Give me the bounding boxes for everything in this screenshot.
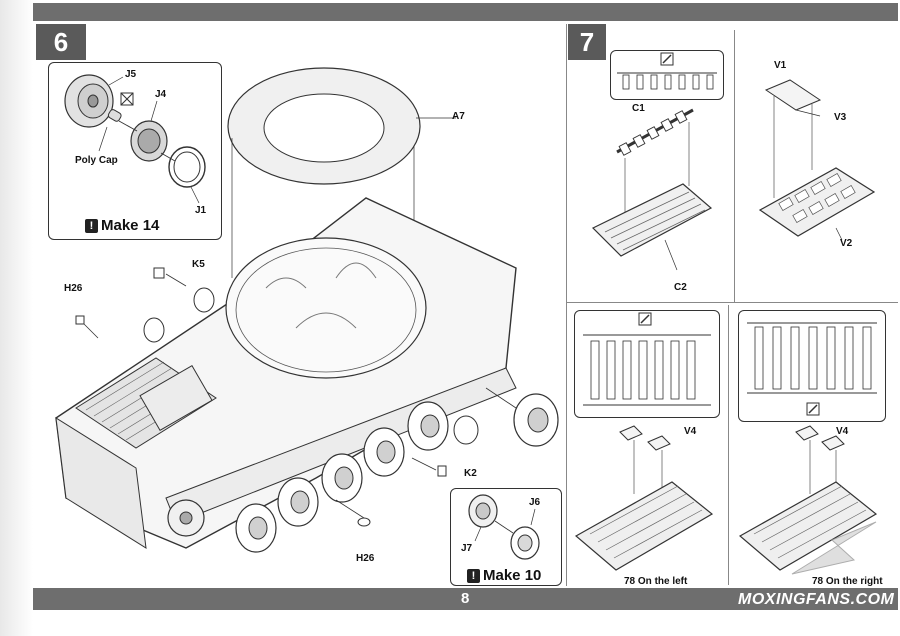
top-band xyxy=(33,3,898,21)
caption-on-the-left: 78 On the left xyxy=(624,576,688,587)
label-j5: J5 xyxy=(125,69,137,80)
label-k5: K5 xyxy=(192,259,205,270)
label-c2: C2 xyxy=(674,282,687,293)
label-k2: K2 xyxy=(464,468,477,479)
label-poly-cap: Poly Cap xyxy=(75,155,118,166)
step7-divider-inner-vertical xyxy=(734,30,735,302)
glue-brush-icon xyxy=(638,312,652,326)
hull-drawing xyxy=(55,67,559,553)
exclamation-icon: ! xyxy=(85,218,98,233)
label-j1: J1 xyxy=(195,205,207,216)
wheel-assembly-inset: J5 J4 Poly Cap J1 ! Make 14 xyxy=(48,62,222,240)
outer-wheel-inset: J6 J7 ! Make 10 xyxy=(450,488,562,586)
label-h26-bottom: H26 xyxy=(356,553,375,564)
step7-divider-lower-vertical xyxy=(728,305,729,585)
make-10-text: Make 10 xyxy=(483,567,542,584)
step-divider-vertical xyxy=(566,24,567,586)
c1-c2-assembly-drawing xyxy=(591,108,713,271)
bottom-band xyxy=(33,588,898,610)
outer-wheel-drawing xyxy=(468,494,540,560)
glue-brush-icon xyxy=(660,52,674,66)
track-sprue-drawing-left xyxy=(583,312,711,406)
page-number: 8 xyxy=(461,590,470,607)
watermark: MOXINGFANS.COM xyxy=(738,591,895,608)
label-h26-top: H26 xyxy=(64,283,83,294)
v-parts-assembly-drawing xyxy=(758,79,876,241)
label-j4: J4 xyxy=(155,89,167,100)
label-c1: C1 xyxy=(632,103,645,114)
label-v2: V2 xyxy=(840,238,853,249)
make-14-text: Make 14 xyxy=(101,217,160,234)
label-v3: V3 xyxy=(834,112,847,123)
c-parts-inset xyxy=(610,50,724,100)
watermark-logo-icon xyxy=(791,521,877,575)
exclamation-icon: ! xyxy=(467,568,480,583)
caption-on-the-right: 78 On the right xyxy=(812,576,883,587)
label-a7: A7 xyxy=(452,111,465,122)
track-sprue-inset-right xyxy=(738,310,886,422)
c-parts-sprue-drawing xyxy=(617,52,717,90)
make-14-note: ! Make 14 xyxy=(85,217,159,234)
binding-edge xyxy=(0,0,33,636)
step7-divider-horizontal xyxy=(566,302,898,303)
track-assembly-drawing-left xyxy=(574,425,714,571)
label-v4-left: V4 xyxy=(684,426,697,437)
glue-brush-icon xyxy=(806,402,820,416)
label-v1: V1 xyxy=(774,60,787,71)
label-v4-right: V4 xyxy=(836,426,849,437)
step-7-badge: 7 xyxy=(568,24,606,60)
step-6-badge: 6 xyxy=(36,24,86,60)
wheel-assembly-drawing xyxy=(64,74,206,204)
no-glue-icon xyxy=(120,92,134,106)
label-j6: J6 xyxy=(529,497,541,508)
make-10-note: ! Make 10 xyxy=(467,567,541,584)
track-assembly-drawing-right xyxy=(738,425,878,575)
label-j7: J7 xyxy=(461,543,473,554)
track-sprue-drawing-right xyxy=(747,322,877,416)
track-sprue-inset-left xyxy=(574,310,720,418)
